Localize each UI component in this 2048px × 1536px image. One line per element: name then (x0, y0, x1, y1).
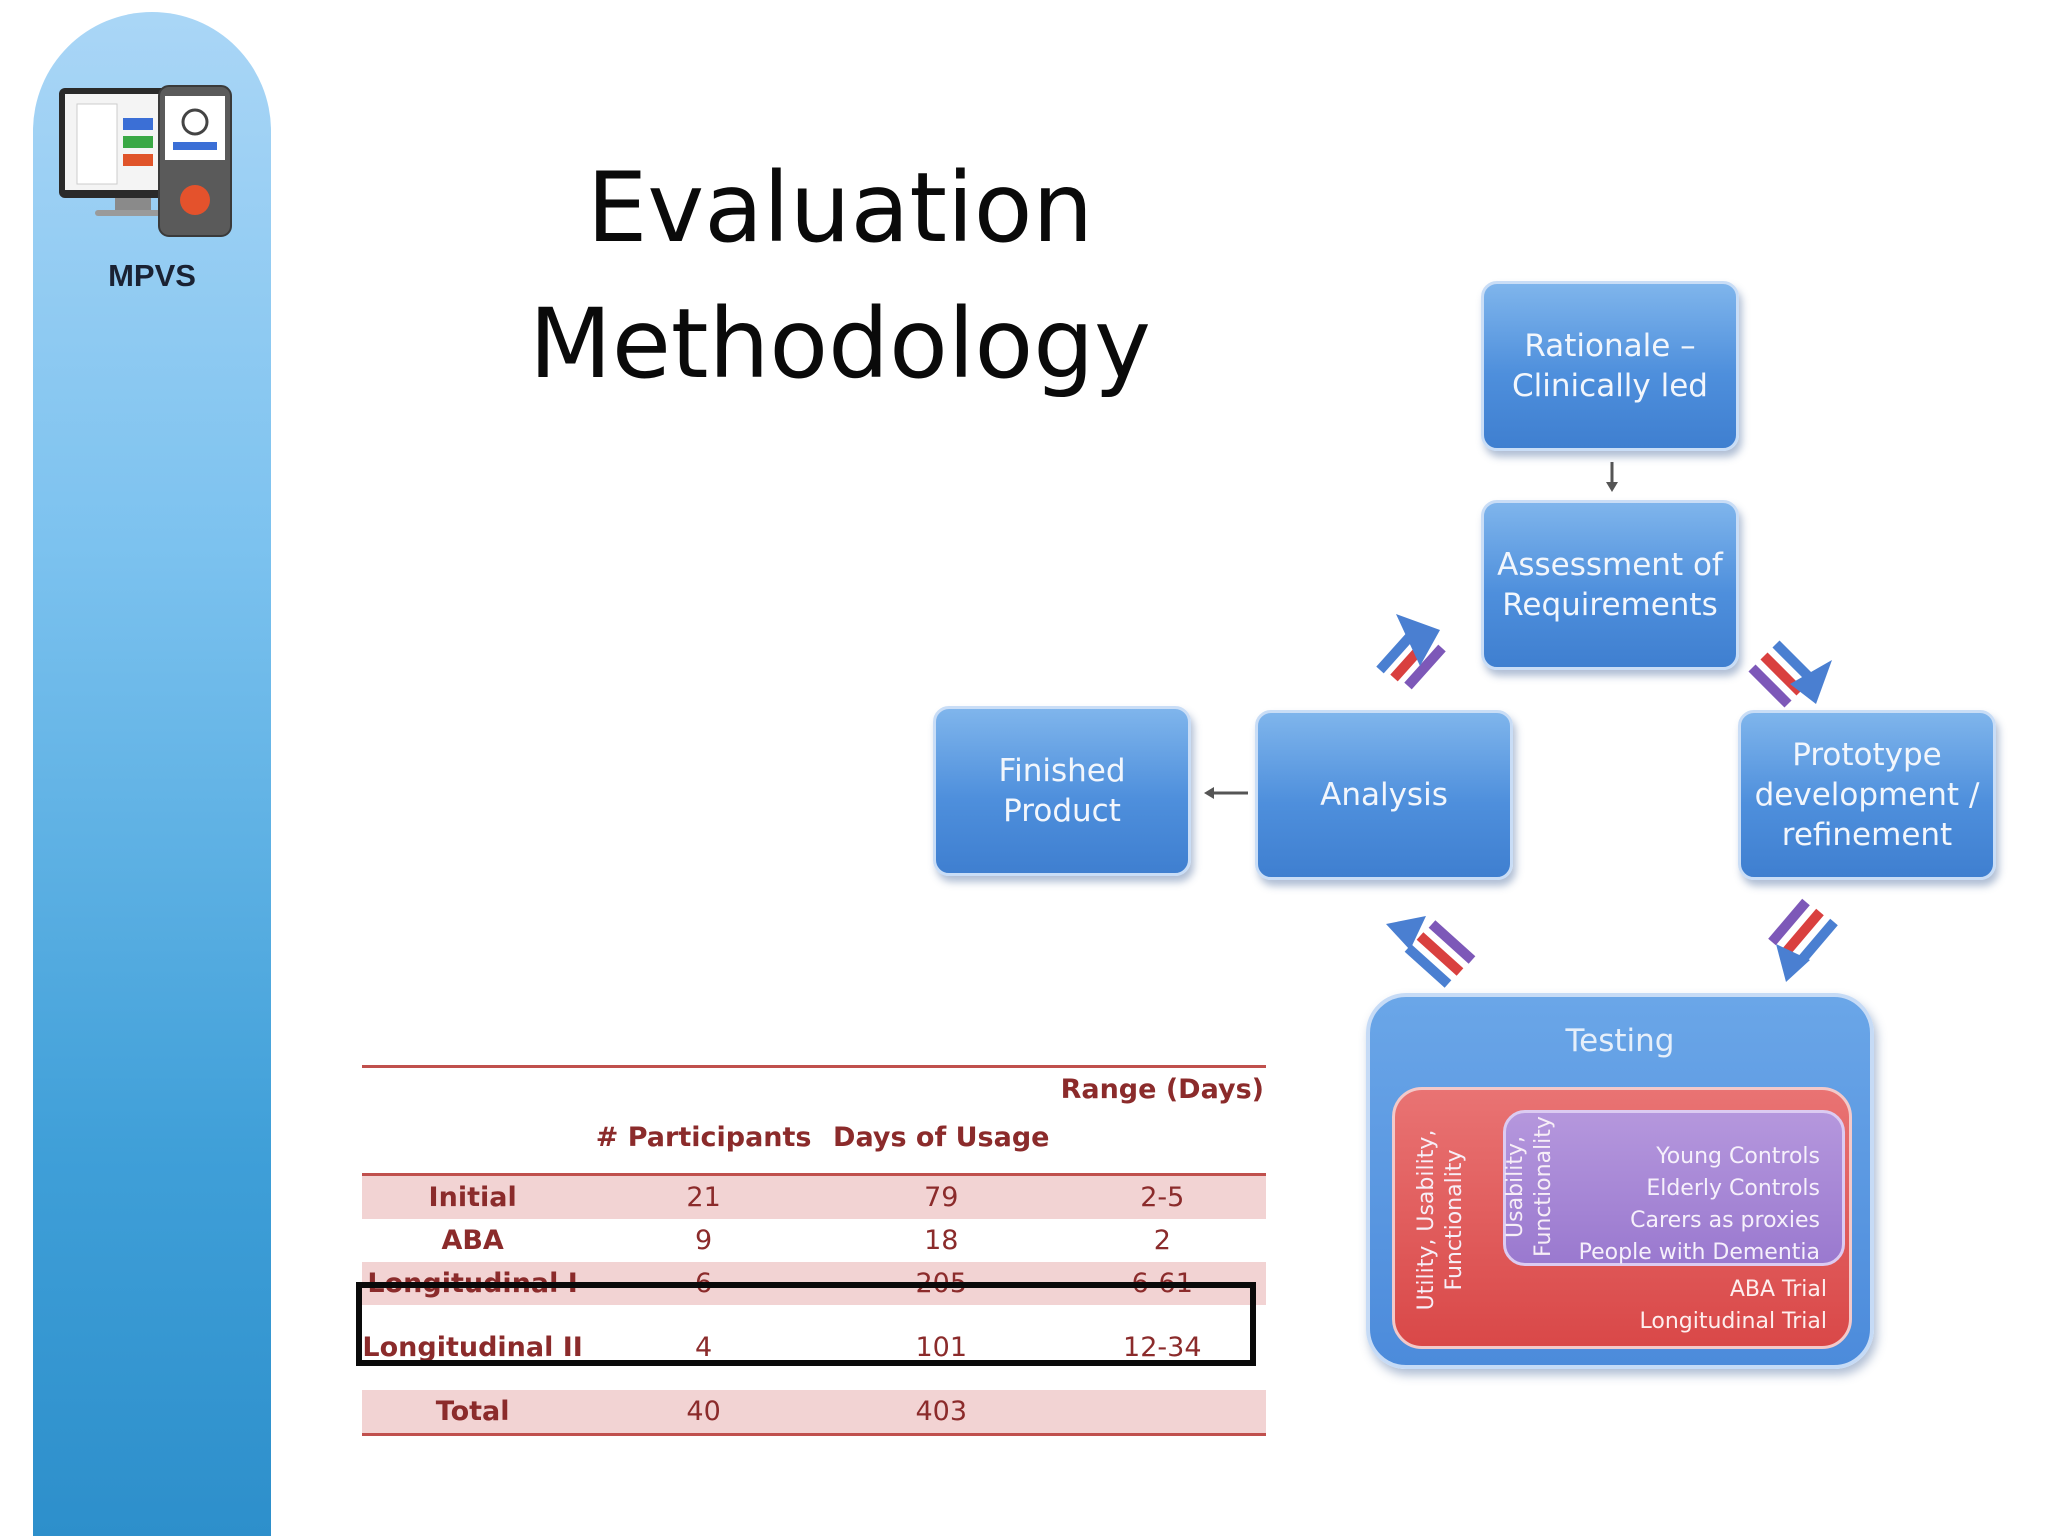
table-header-range: Range (Days) (1060, 1074, 1264, 1105)
range-cell: 2-5 (1140, 1182, 1185, 1213)
days-cell: 403 (915, 1396, 968, 1427)
highlighted-row-outline (356, 1282, 1256, 1366)
days-cell: 18 (924, 1225, 959, 1256)
row-label: ABA (441, 1225, 504, 1256)
testing-trials-panel: Utility, Usability, Functionality Usabil… (1392, 1087, 1852, 1349)
table-header-row: # Participants Days of Usage Range (Days… (362, 1066, 1266, 1175)
box-testing: Testing Utility, Usability, Functionalit… (1366, 993, 1874, 1369)
row-label: Initial (428, 1182, 517, 1213)
participants-cell: 4 (695, 1332, 713, 1363)
table-row: Initial 21 79 2-5 (362, 1174, 1266, 1219)
row-label: Longitudinal II (362, 1332, 583, 1363)
days-cell: 79 (924, 1182, 959, 1213)
days-cell: 101 (915, 1332, 968, 1363)
box-analysis: Analysis (1255, 710, 1513, 880)
connector-analysis-finished (1204, 787, 1248, 799)
participants-cell: 21 (686, 1182, 721, 1213)
table-header-days: Days of Usage (833, 1122, 1050, 1153)
box-rationale: Rationale – Clinically led (1481, 281, 1739, 451)
testing-groups-panel: Usability, Functionality Young Controls … (1503, 1110, 1845, 1266)
purple-panel-label: Usability, Functionality (1503, 1116, 1556, 1257)
sidebar-band (33, 12, 271, 1536)
usage-table-container: # Participants Days of Usage Range (Days… (362, 1065, 1266, 1436)
box-prototype: Prototype development / refinement (1738, 710, 1996, 880)
testing-label: Testing (1565, 1023, 1675, 1059)
range-cell: 12-34 (1123, 1332, 1202, 1363)
table-row: ABA 9 18 2 (362, 1219, 1266, 1262)
slide-title: Evaluation Methodology (529, 152, 1151, 400)
range-cell (1059, 1390, 1266, 1435)
arrow-testing-to-analysis (1386, 916, 1476, 988)
arrow-analysis-to-assessment (1376, 614, 1446, 690)
participant-groups: Young Controls Elderly Controls Carers a… (1578, 1144, 1820, 1265)
range-cell: 2 (1153, 1225, 1171, 1256)
app-logo-text: MPVS (108, 258, 196, 293)
arrow-assessment-to-prototype (1748, 640, 1832, 708)
box-finished-product: Finished Product (933, 706, 1191, 876)
row-label: Total (435, 1396, 510, 1427)
red-panel-label: Utility, Usability, Functionality (1414, 1129, 1467, 1311)
app-logo-icon (59, 85, 232, 237)
connector-rationale-assessment (1606, 462, 1618, 492)
usage-table: # Participants Days of Usage Range (Days… (362, 1065, 1266, 1436)
participants-cell: 9 (695, 1225, 713, 1256)
table-row: Longitudinal II 4 101 12-34 (362, 1305, 1266, 1390)
trial-list: ABA Trial Longitudinal Trial (1639, 1277, 1827, 1334)
table-header-participants: # Participants (595, 1122, 812, 1153)
box-assessment: Assessment of Requirements (1481, 500, 1739, 670)
table-row: Total 40 403 (362, 1390, 1266, 1435)
participants-cell: 40 (686, 1396, 721, 1427)
arrow-prototype-to-testing (1768, 898, 1838, 982)
table-header-blank (362, 1067, 583, 1175)
